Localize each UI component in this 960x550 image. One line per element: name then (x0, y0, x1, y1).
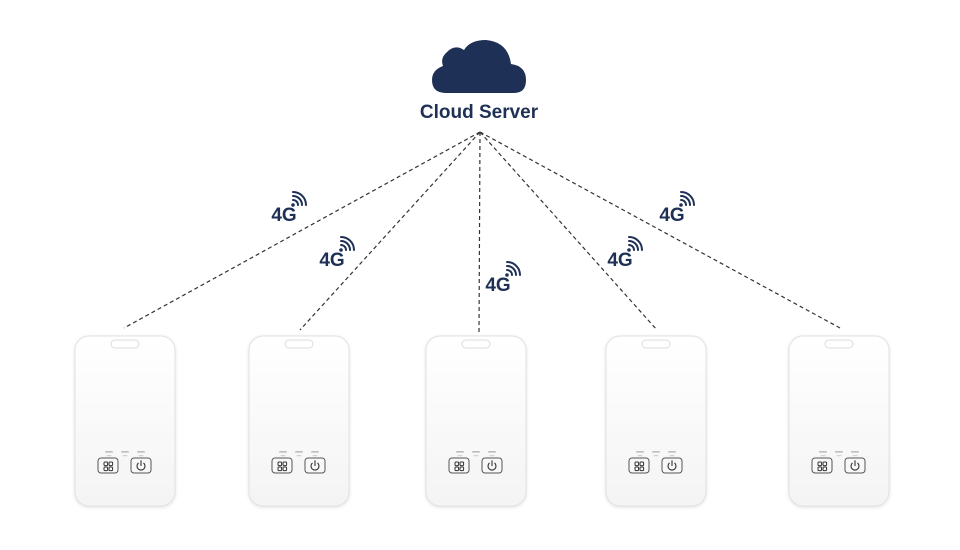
signal-icon (679, 191, 695, 207)
power-button[interactable] (130, 457, 152, 474)
link-label-text: 4G (485, 275, 510, 296)
tracker-device (425, 335, 527, 507)
status-indicators (105, 451, 145, 457)
cloud-icon (432, 40, 526, 93)
apps-grid-icon (103, 461, 114, 472)
apps-grid-icon (277, 461, 288, 472)
power-icon (136, 460, 146, 471)
power-icon (667, 460, 677, 471)
link-label-text: 4G (607, 250, 632, 271)
power-button[interactable] (481, 457, 503, 474)
link-label-text: 4G (271, 205, 296, 226)
apps-button[interactable] (448, 457, 470, 474)
power-icon (850, 460, 860, 471)
status-indicators (456, 451, 496, 457)
server-label: Cloud Server (420, 102, 539, 123)
link-label-1: 4G (271, 191, 307, 226)
signal-icon (505, 261, 521, 277)
apps-button[interactable] (271, 457, 293, 474)
connection-lines (123, 131, 841, 333)
apps-button[interactable] (97, 457, 119, 474)
link-label-text: 4G (319, 250, 344, 271)
tracker-device (605, 335, 707, 507)
power-button[interactable] (661, 457, 683, 474)
apps-grid-icon (817, 461, 828, 472)
link-line-1 (123, 131, 481, 329)
devices (74, 335, 890, 507)
lanyard-slot (824, 339, 854, 349)
link-label-text: 4G (659, 205, 684, 226)
status-indicators (819, 451, 859, 457)
link-line-5 (479, 131, 841, 329)
apps-grid-icon (634, 461, 645, 472)
tracker-device (788, 335, 890, 507)
link-label-3: 4G (485, 261, 521, 296)
link-line-3 (478, 131, 481, 333)
signal-icon (339, 236, 355, 252)
link-labels: 4G 4G 4G 4G 4G (271, 191, 695, 296)
signal-icon (627, 236, 643, 252)
apps-button[interactable] (628, 457, 650, 474)
cloud-server: Cloud Server (420, 40, 539, 123)
signal-icon (291, 191, 307, 207)
status-indicators (636, 451, 676, 457)
power-button[interactable] (304, 457, 326, 474)
power-icon (310, 460, 320, 471)
power-button[interactable] (844, 457, 866, 474)
link-label-2: 4G (319, 236, 355, 271)
tracker-device (248, 335, 350, 507)
link-line-2 (299, 131, 481, 331)
apps-grid-icon (454, 461, 465, 472)
lanyard-slot (110, 339, 140, 349)
link-label-4: 4G (607, 236, 643, 271)
lanyard-slot (461, 339, 491, 349)
status-indicators (279, 451, 319, 457)
lanyard-slot (641, 339, 671, 349)
apps-button[interactable] (811, 457, 833, 474)
link-line-4 (479, 131, 658, 331)
tracker-device (74, 335, 176, 507)
lanyard-slot (284, 339, 314, 349)
link-label-5: 4G (659, 191, 695, 226)
power-icon (487, 460, 497, 471)
